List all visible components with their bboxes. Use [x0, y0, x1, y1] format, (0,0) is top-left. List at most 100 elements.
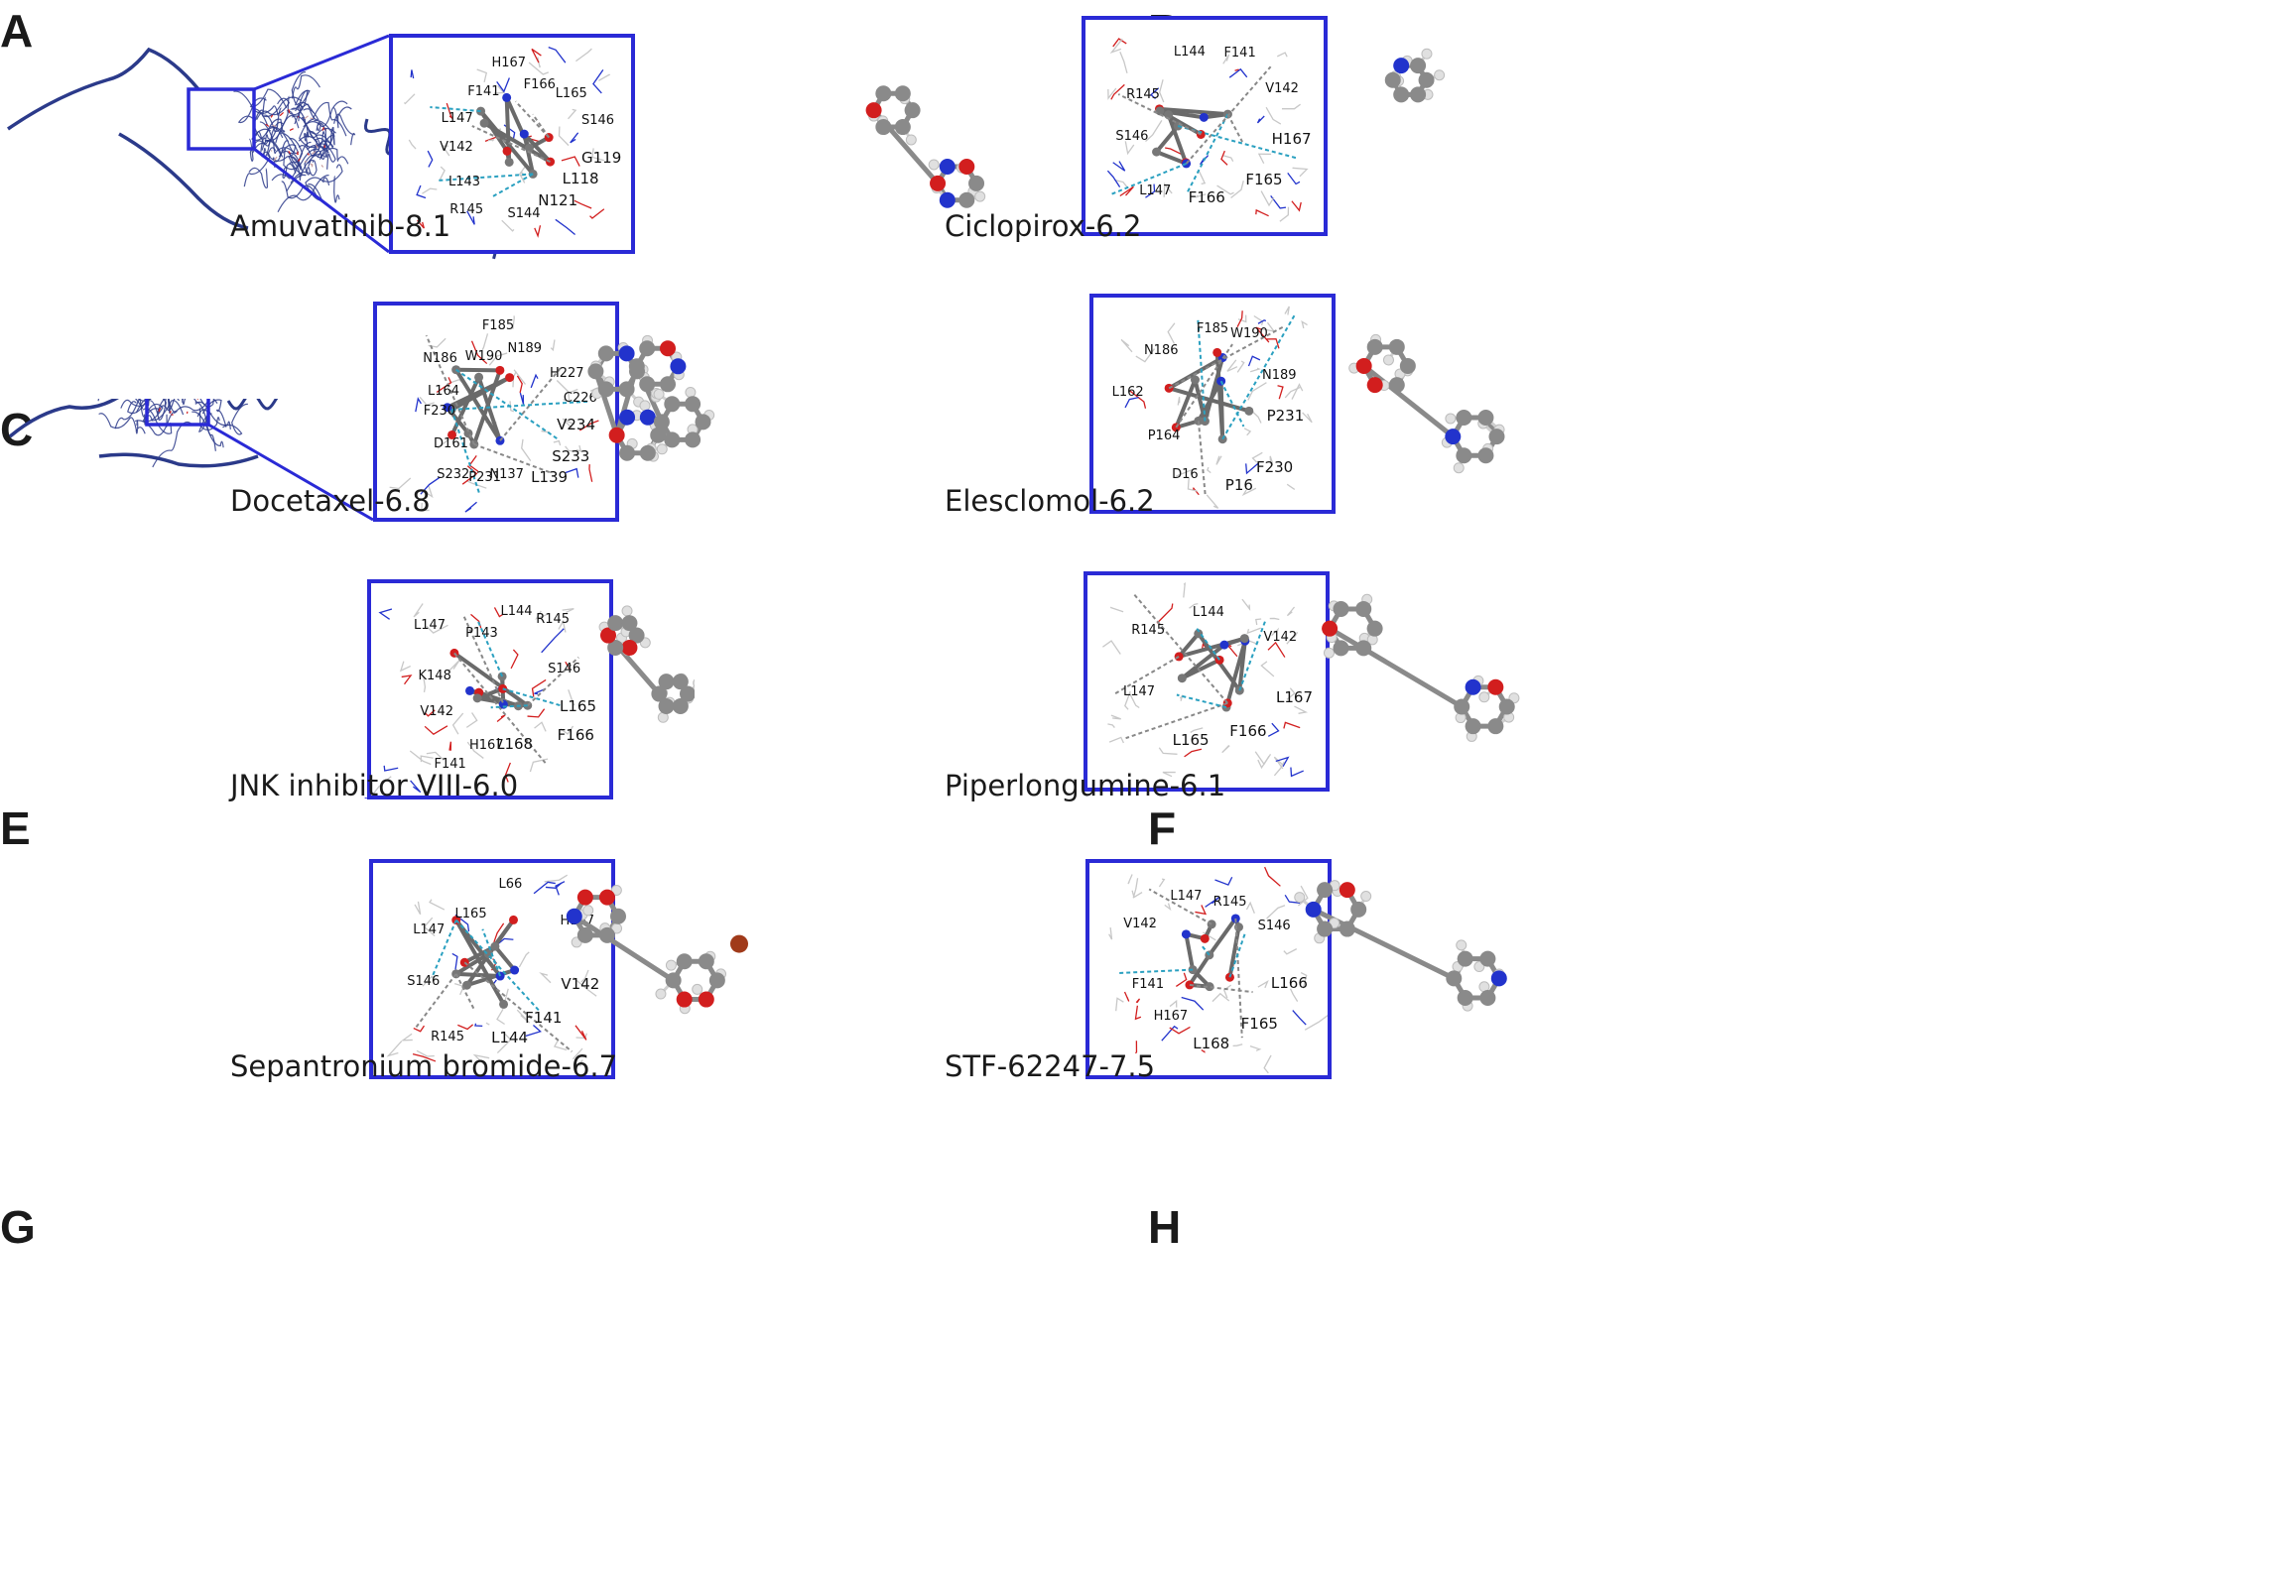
panel-g: GV142F141L144R145S146L147L165L66H167Sepa…: [0, 859, 1148, 1595]
protein-coil: [319, 147, 349, 165]
protein-coil: [301, 116, 336, 138]
protein-coil: [316, 121, 326, 132]
residue-label: F185: [481, 317, 515, 333]
residue-label: L147: [1170, 888, 1203, 904]
residue-label: P231: [468, 470, 501, 486]
residue-label: P164: [1147, 428, 1181, 443]
protein-coil: [194, 401, 231, 430]
residue-label: N137: [489, 467, 524, 483]
residue-label: P16: [1224, 475, 1253, 494]
panel-caption: Piperlongumine-6.1: [945, 769, 1226, 802]
protein-coil: [198, 407, 220, 430]
residue-label: L147: [441, 110, 473, 126]
residue-label: V142: [1123, 917, 1157, 932]
residue-label: R145: [536, 611, 571, 627]
protein-structure: [0, 1196, 1148, 1595]
residue-label: R145: [431, 1029, 464, 1044]
protein-coil: [251, 127, 284, 141]
residue-label: V142: [1265, 81, 1299, 97]
residue-label: F165: [1245, 170, 1283, 188]
panel-caption: STF-62247-7.5: [945, 1049, 1156, 1083]
residue-label: L165: [1172, 730, 1210, 749]
ligand-3d-model: [1348, 333, 1505, 474]
protein-coil: [259, 121, 295, 155]
residue-label: V142: [440, 140, 473, 156]
panel-letter: A: [0, 5, 34, 57]
protein-coil: [289, 89, 311, 121]
protein-coil: [317, 127, 329, 159]
residue-label: F166: [557, 726, 594, 745]
protein-coil: [139, 399, 146, 426]
residue-label: L165: [454, 906, 487, 921]
residue-label: V234: [557, 415, 595, 433]
protein-coil: [306, 160, 318, 177]
residue-label: S232: [437, 467, 470, 483]
protein-coil: [135, 420, 146, 434]
panel-letter: E: [0, 802, 31, 854]
binding-site-residues: [403, 46, 611, 238]
ligand-3d-model: [865, 85, 986, 208]
protein-coil: [233, 90, 255, 124]
residue-label: V142: [420, 703, 454, 719]
binding-site-residues: [371, 603, 579, 796]
residue-label: D161: [434, 436, 468, 452]
protein-loop: [8, 399, 119, 438]
residue-label: R145: [1131, 623, 1166, 639]
residue-label: L144: [1173, 44, 1206, 60]
ligand-3d-model: [566, 885, 748, 1015]
residue-label: F141: [467, 84, 500, 100]
residue-label: S146: [407, 974, 441, 990]
protein-coil: [145, 400, 185, 422]
protein-coil: [281, 181, 319, 199]
ligand-3d-model: [598, 605, 695, 723]
protein-coil: [271, 141, 312, 182]
protein-coil: [307, 150, 325, 167]
residue-label: S233: [552, 446, 590, 465]
residue-label: R145: [449, 202, 484, 218]
residue-label: H227: [549, 365, 584, 381]
residue-label: L66: [498, 876, 523, 892]
protein-coil: [304, 131, 310, 148]
protein-coil: [289, 160, 314, 182]
residue-label: L162: [1111, 384, 1144, 400]
protein-coil: [248, 138, 263, 162]
panel-letter: H: [1148, 1201, 1182, 1253]
residue-label: D16: [1172, 467, 1199, 483]
selection-box: [187, 87, 256, 151]
protein-coil: [243, 151, 271, 187]
residue-label: L168: [496, 735, 534, 754]
residue-label: N189: [1262, 367, 1297, 383]
binding-site-zoom: V142F141L144R145S146L147L165L66H167: [369, 859, 615, 1079]
protein-structure: [1148, 1196, 2296, 1595]
residue-label: L144: [1192, 604, 1224, 620]
binding-site-residues: [1101, 582, 1309, 778]
residue-label: G119: [581, 149, 622, 168]
protein-loop: [7, 47, 200, 131]
protein-coil: [252, 121, 284, 154]
protein-coil: [249, 88, 288, 109]
panel-b: BH167F165F166L147S146R145L144F141V142Cic…: [945, 0, 2296, 399]
residue-label: L147: [1123, 684, 1156, 700]
residue-label: R145: [1212, 895, 1247, 911]
protein-coil: [291, 74, 320, 99]
ligand-3d-model: [587, 334, 715, 462]
residue-label: N186: [1143, 343, 1179, 358]
binding-site-residues: [1108, 866, 1328, 1074]
residue-label: F185: [1196, 321, 1229, 337]
residue-label: C226: [563, 391, 597, 407]
residue-label: F166: [523, 77, 556, 93]
protein-coil: [142, 403, 164, 423]
protein-coil: [277, 175, 329, 213]
residue-label: H167: [1153, 1009, 1189, 1025]
residue-label: K148: [418, 669, 451, 684]
selection-box: [145, 399, 210, 427]
binding-site-residues: [1120, 306, 1313, 509]
protein-coil: [157, 399, 176, 414]
ligand-3d-model: [1384, 48, 1446, 103]
residue-label: V142: [561, 975, 600, 994]
